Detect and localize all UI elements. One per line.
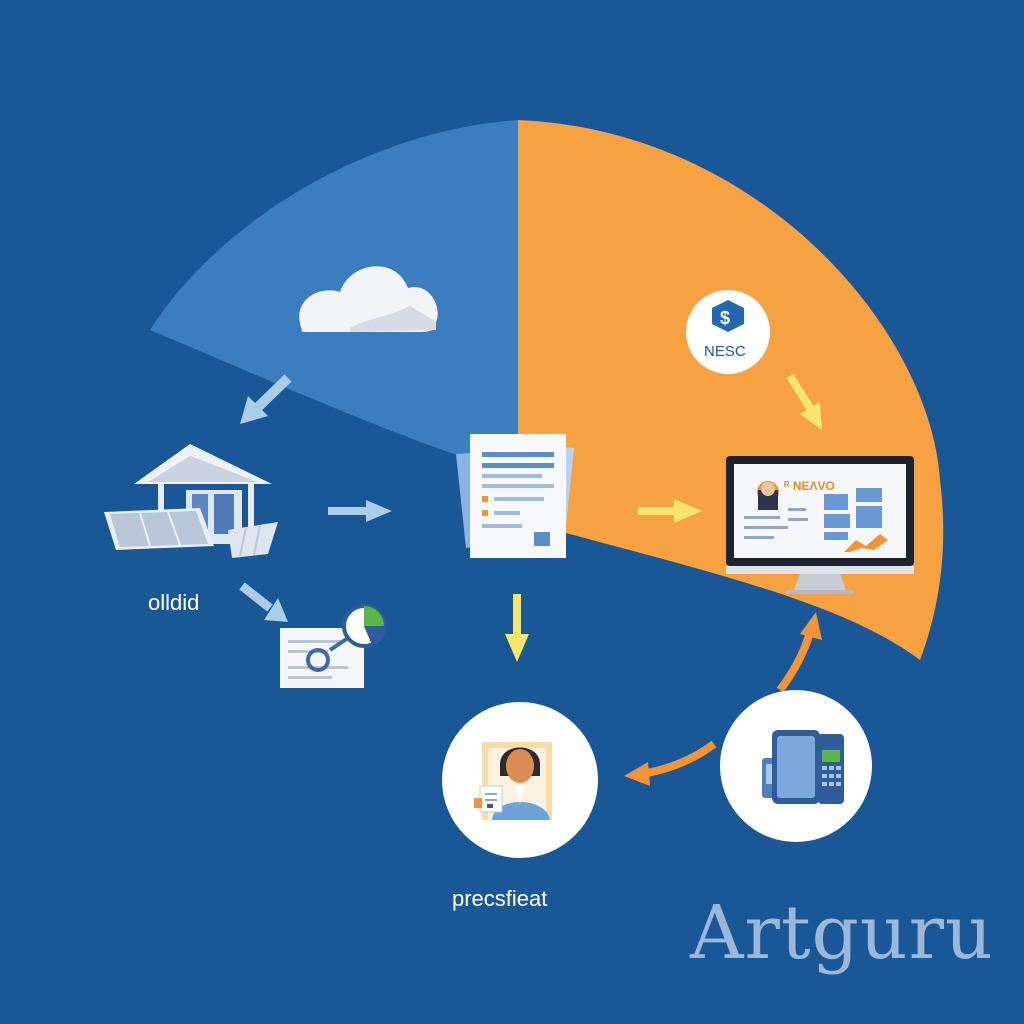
orange-wedge	[518, 120, 944, 660]
arrow-phone-to-person	[624, 740, 717, 786]
screen-title: ᴿ NEΛVO	[784, 479, 835, 493]
person-icon	[442, 702, 598, 858]
nesc-badge-icon: $ NESC	[686, 290, 770, 374]
watermark-logo: Artguru	[690, 890, 994, 976]
bottom-node-label: precsfieat	[452, 886, 548, 911]
left-node-label: olldid	[148, 590, 200, 615]
arrow-building-to-card	[239, 582, 288, 622]
arrow-phone-to-computer	[776, 612, 822, 693]
badge-text: NESC	[704, 343, 746, 360]
phone-icon	[720, 690, 872, 842]
chart-card-icon	[280, 604, 386, 688]
arrow-document-down	[505, 594, 529, 662]
document-icon	[456, 434, 574, 558]
building-icon	[104, 444, 278, 558]
arrow-document-to-computer	[638, 499, 702, 523]
computer-icon: ᴿ NEΛVO	[726, 456, 914, 594]
arrow-building-to-document	[328, 500, 392, 522]
arrow-cloud-to-building	[240, 374, 292, 424]
arrow-badge-to-computer	[786, 373, 822, 430]
svg-text:$: $	[720, 308, 730, 328]
cloud-icon	[299, 266, 438, 332]
